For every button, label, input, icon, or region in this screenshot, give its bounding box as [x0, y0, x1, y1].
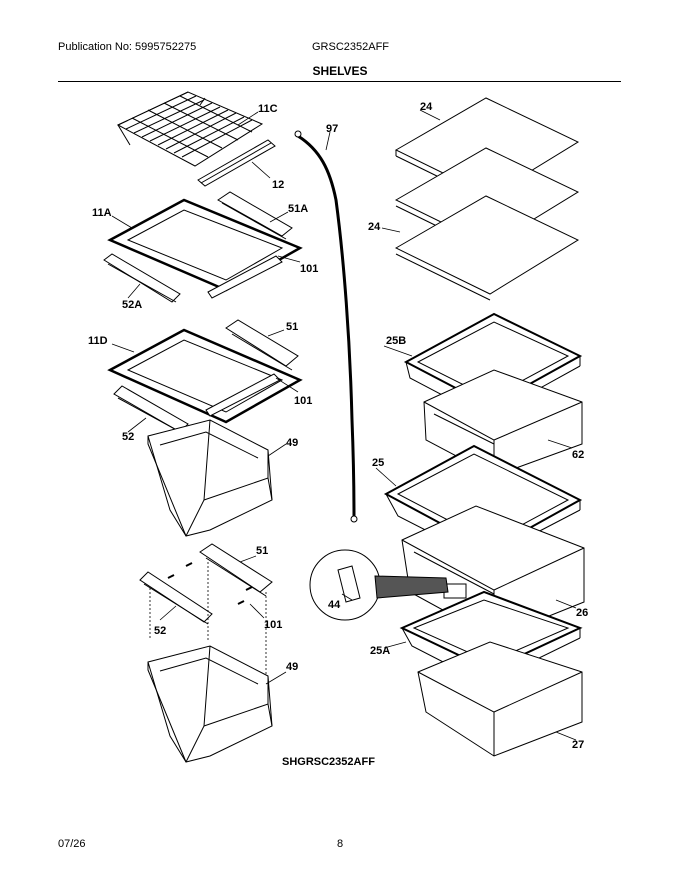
trim-strip-101a: [207, 255, 283, 299]
callout-11c: 11C: [258, 103, 278, 115]
footer-date: 07/26: [58, 838, 86, 850]
shelf-rail-51: [225, 319, 299, 371]
wire-shelf-11c: [116, 91, 264, 167]
crisper-cover-25a: [399, 590, 583, 685]
trim-strip-101b: [205, 373, 281, 417]
callout-12: 12: [272, 179, 284, 191]
section-title: SHELVES: [312, 64, 368, 78]
callout-11d: 11D: [88, 335, 108, 347]
shelf-rail-52a: [103, 253, 181, 303]
page-number: 8: [337, 838, 344, 850]
callout-101-c: 101: [264, 619, 282, 631]
crisper-drawer-62: [423, 369, 583, 477]
callout-44: 44: [328, 599, 341, 611]
shelf-rail-52-lower: [139, 571, 213, 625]
guide-lines: [149, 562, 267, 680]
shelf-rail-51a: [217, 191, 293, 240]
callout-25b: 25B: [386, 335, 406, 347]
leader-lines: [111, 109, 577, 741]
callout-62: 62: [572, 449, 584, 461]
publication-number: Publication No: 5995752275: [58, 41, 197, 53]
callout-11a: 11A: [92, 207, 112, 219]
callout-97: 97: [326, 123, 338, 135]
callout-101-a: 101: [300, 263, 318, 275]
callout-52a: 52A: [122, 299, 142, 311]
shelf-trim-12: [197, 139, 276, 187]
callout-24-top: 24: [420, 101, 433, 113]
callout-52-lower: 52: [154, 625, 166, 637]
storage-bin-49a: [147, 419, 273, 537]
gasket-97: [294, 130, 358, 523]
callout-25a: 25A: [370, 645, 390, 657]
callout-52-upper: 52: [122, 431, 134, 443]
screws: [167, 562, 253, 605]
callout-labels: 11C 12 97 24 24 11A 51A 101 52A 11D 51 1…: [88, 101, 588, 751]
shelf-rail-51-lower: [199, 543, 273, 597]
callout-101-b: 101: [294, 395, 312, 407]
header-rule: [58, 81, 621, 82]
callout-25: 25: [372, 457, 384, 469]
humidity-control-44: [309, 549, 449, 621]
crisper-drawer-26: [401, 505, 585, 639]
callout-26: 26: [576, 607, 588, 619]
storage-bin-49b: [147, 645, 273, 763]
glass-shelf-24-bottom: [394, 195, 580, 301]
glass-shelf-11a: [107, 198, 303, 292]
callout-27: 27: [572, 739, 584, 751]
crisper-drawer-27: [417, 641, 583, 757]
callout-51-upper: 51: [286, 321, 298, 333]
callout-51-lower: 51: [256, 545, 268, 557]
callout-49-upper: 49: [286, 437, 298, 449]
diagram-id: SHGRSC2352AFF: [282, 756, 375, 768]
callout-49-lower: 49: [286, 661, 298, 673]
model-number: GRSC2352AFF: [312, 41, 390, 53]
callout-51a: 51A: [288, 203, 308, 215]
shelf-rail-52: [113, 385, 189, 435]
callout-24-mid: 24: [368, 221, 381, 233]
